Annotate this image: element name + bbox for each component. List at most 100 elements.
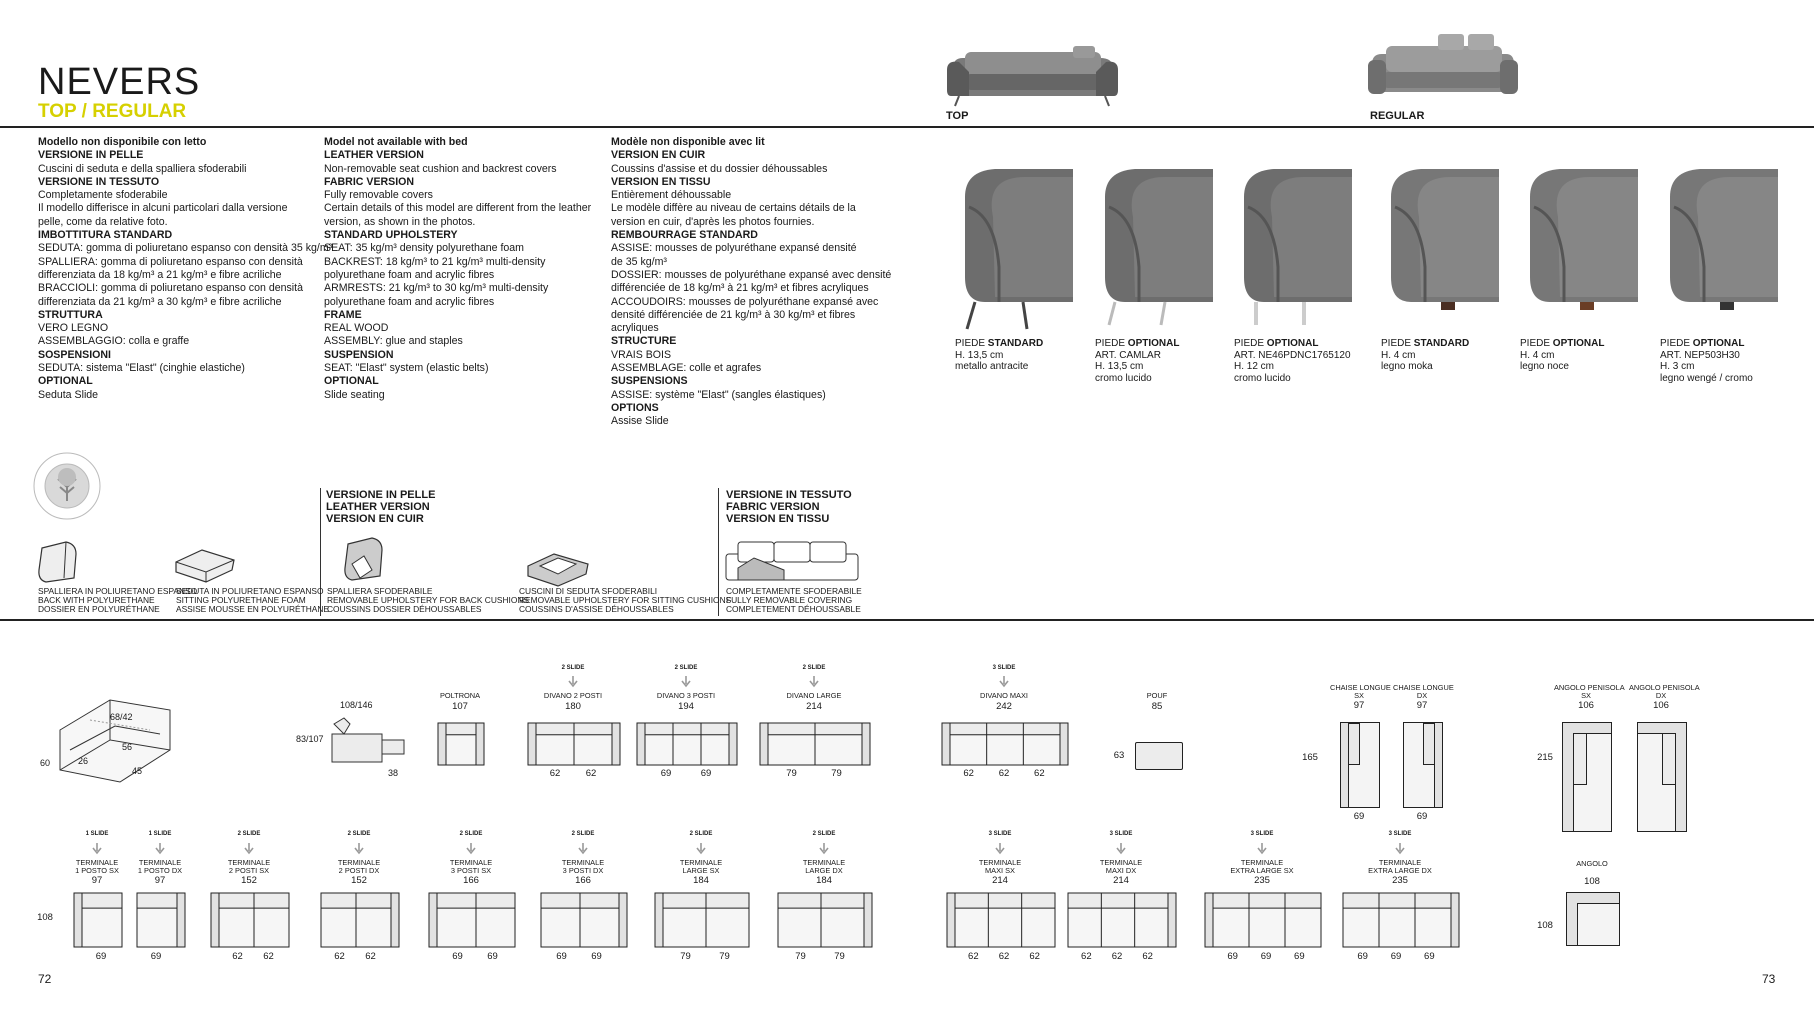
slide-arrow-icon	[568, 675, 578, 693]
seat-width: 79	[834, 951, 845, 962]
body-line: Entièrement déhoussable	[611, 189, 732, 202]
module-variant: 1 POSTO SX	[75, 866, 119, 875]
icon-caption-line: COMPLETEMENT DÉHOUSSABLE	[726, 604, 861, 614]
section-heading: Model not available with bed	[324, 136, 468, 148]
foot-spec: H. 12 cm	[1234, 361, 1275, 372]
body-line: Slide seating	[324, 388, 385, 401]
armrest-foot-photo	[1234, 157, 1352, 337]
body-line: Coussins d'assise et du dossier déhoussa…	[611, 162, 828, 175]
icon-caption-line: REMOVABLE UPHOLSTERY FOR SITTING CUSHION…	[519, 595, 732, 605]
module-width: 166	[575, 875, 591, 886]
slide-arrow-icon	[155, 842, 165, 860]
dimension-overview-drawing	[40, 690, 180, 815]
module-width: 214	[992, 875, 1008, 886]
foot-prefix: PIEDE	[1234, 338, 1267, 349]
body-line: polyurethane foam and acrylic fibres	[324, 295, 495, 308]
foot-type: OPTIONAL	[1266, 338, 1319, 349]
seat-width: 62	[365, 951, 376, 962]
chaise-arm	[1434, 723, 1442, 807]
module-drawing	[1342, 892, 1460, 948]
chaise-arm	[1341, 723, 1349, 807]
body-line: acryliques	[611, 322, 659, 335]
seat-width: 69	[1357, 951, 1368, 962]
module-drawing	[946, 892, 1056, 948]
chaise-depth: 165	[1302, 752, 1318, 763]
icon-caption-line: SPALLIERA SFODERABILE	[327, 586, 433, 596]
section-heading: Modello non disponibile con letto	[38, 136, 207, 148]
module-width: 152	[241, 875, 257, 886]
fully-removable-icon	[724, 538, 860, 589]
version-divider-2	[718, 488, 719, 616]
seat-width: 62	[334, 951, 345, 962]
module-variant: 3 POSTI SX	[450, 866, 492, 875]
module-drawing	[437, 722, 485, 766]
page-number-right: 73	[1762, 972, 1776, 986]
section-heading: REMBOURRAGE STANDARD	[611, 229, 758, 242]
section-heading: STRUTTURA	[38, 308, 103, 321]
seat-width: 62	[263, 951, 274, 962]
foot-prefix: PIEDE	[1520, 338, 1553, 349]
module-drawing	[1067, 892, 1177, 948]
foot-prefix: PIEDE	[1660, 338, 1693, 349]
dim-seat-depth: 56	[122, 742, 133, 752]
slide-label: 1 SLIDE	[85, 831, 109, 837]
slide-arrow-icon	[681, 675, 691, 693]
section-heading: VERSION EN CUIR	[611, 149, 706, 162]
seat-width: 69	[95, 951, 107, 962]
body-line: differenziata da 21 kg/m³ a 30 kg/m³ e f…	[38, 295, 282, 308]
body-line: Le modèle diffère au niveau de certains …	[611, 202, 856, 215]
foot-spec: H. 3 cm	[1660, 361, 1695, 372]
module-variant: 2 POSTI SX	[228, 866, 270, 875]
armrest-foot-photo	[955, 157, 1073, 337]
slide-arrow-icon	[1257, 842, 1267, 860]
module-drawing	[527, 722, 621, 766]
body-line: Assise Slide	[611, 415, 669, 428]
foot-spec: metallo antracite	[955, 361, 1029, 372]
armrest-foot-photo	[1660, 157, 1778, 337]
module-name: DIVANO LARGE	[786, 691, 842, 700]
section-heading: Modèle non disponible avec lit	[611, 136, 765, 148]
sofa-top-label: TOP	[946, 110, 969, 122]
seat-width: 62	[968, 951, 979, 962]
penisola-cushion	[1662, 733, 1676, 785]
module-drawing	[73, 892, 123, 948]
seat-width: 69	[150, 951, 162, 962]
body-line: Fully removable covers	[324, 189, 433, 202]
module-name: TERMINALE	[1240, 858, 1284, 867]
section-heading: STANDARD UPHOLSTERY	[324, 229, 458, 242]
module-name: TERMINALE	[1099, 858, 1143, 867]
removable-seat-icon	[524, 548, 592, 593]
seat-width: 69	[1390, 951, 1402, 962]
foot-spec: ART. NE46PDNC1765120	[1234, 349, 1351, 361]
slide-label: 2 SLIDE	[561, 665, 585, 671]
module-name: TERMINALE	[138, 858, 182, 867]
foot-name: PIEDE OPTIONAL	[1520, 338, 1655, 350]
slide-label: 2 SLIDE	[237, 831, 261, 837]
angolo-back-side	[1567, 903, 1578, 945]
slide-chair-drawing	[330, 716, 406, 771]
slide-arrow-icon	[1395, 842, 1405, 860]
slide-label: 2 SLIDE	[689, 831, 713, 837]
slide-label: 2 SLIDE	[347, 831, 371, 837]
penisola-side: SX	[1581, 691, 1591, 700]
slide-arrow-icon	[1116, 842, 1126, 860]
module-name: TERMINALE	[227, 858, 271, 867]
body-line: ASSEMBLAGE: colle et agrafes	[611, 362, 762, 375]
foot-prefix: PIEDE	[1381, 338, 1414, 349]
module-name: TERMINALE	[337, 858, 381, 867]
seat-width: 62	[549, 768, 561, 779]
body-line: Cuscini di seduta e della spalliera sfod…	[38, 162, 247, 175]
section-heading: FRAME	[324, 308, 362, 321]
penisola-name: ANGOLO PENISOLA	[1554, 683, 1625, 692]
section-heading: FABRIC VERSION	[324, 175, 415, 188]
module-drawing	[136, 892, 186, 948]
slide-arrow-icon	[578, 842, 588, 860]
section-heading: IMBOTTITURA STANDARD	[38, 229, 173, 242]
seat-width: 79	[719, 951, 730, 962]
seat-width: 79	[680, 951, 691, 962]
dim-back-height: 68/42	[110, 712, 133, 722]
